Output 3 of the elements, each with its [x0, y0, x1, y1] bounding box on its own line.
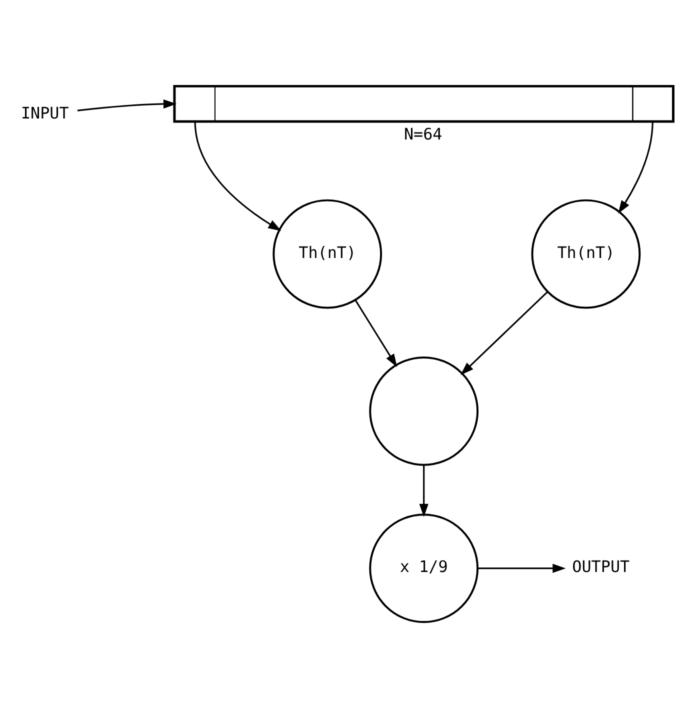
node-text: INPUT [20, 104, 69, 123]
node-label: N=64 [404, 124, 442, 144]
node-text: OUTPUT [572, 557, 630, 576]
